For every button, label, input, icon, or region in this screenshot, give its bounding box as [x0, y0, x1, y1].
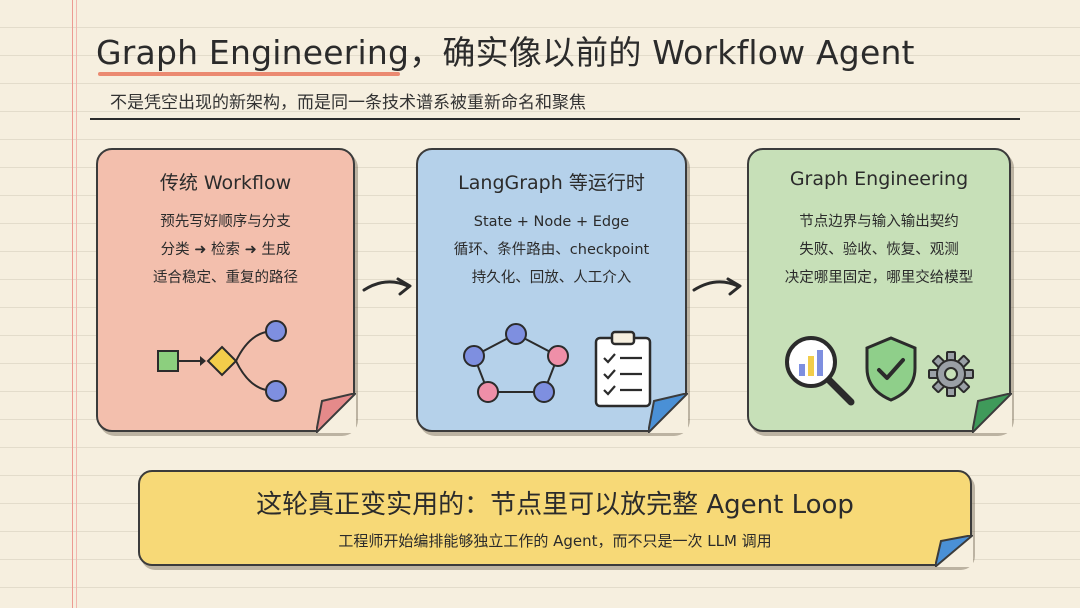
- graph-cycle-icon: [463, 323, 569, 403]
- card-langgraph-runtime: LangGraph 等运行时 State + Node + Edge 循环、条件…: [416, 148, 688, 433]
- page-curl-corner: [648, 393, 688, 433]
- header-divider: [90, 118, 1020, 120]
- page-curl-corner: [935, 535, 973, 567]
- page-curl-corner: [316, 393, 356, 433]
- card-lines: 节点边界与输入输出契约 失败、验收、恢复、观测 决定哪里固定，哪里交给模型: [749, 208, 1009, 292]
- card-title: Graph Engineering: [789, 168, 969, 190]
- page-subtitle: 不是凭空出现的新架构，而是同一条技术谱系被重新命名和聚焦: [110, 93, 586, 113]
- card-line: 节点边界与输入输出契约: [799, 214, 959, 230]
- card-line: 循环、条件路由、checkpoint: [453, 242, 650, 258]
- page-curl-corner: [972, 393, 1012, 433]
- banner-title: 这轮真正变实用的：节点里可以放完整 Agent Loop: [256, 490, 854, 520]
- card-line: 持久化、回放、人工介入: [471, 270, 632, 286]
- checklist-clipboard-icon: [594, 330, 652, 408]
- magnifier-chart-icon: [785, 336, 855, 406]
- arrow-right-icon: [362, 277, 412, 296]
- card-lines: 预先写好顺序与分支 分类 ➜ 检索 ➜ 生成 适合稳定、重复的路径: [98, 208, 353, 292]
- shield-check-icon: [865, 336, 917, 402]
- card-title: LangGraph 等运行时: [458, 172, 645, 194]
- card-line: 分类 ➜ 检索 ➜ 生成: [160, 242, 291, 258]
- title-underline: [98, 72, 400, 76]
- flow-branch-icon: [157, 320, 287, 402]
- margin-line-secondary: [76, 0, 77, 608]
- card-line: 适合稳定、重复的路径: [153, 270, 298, 286]
- summary-banner: 这轮真正变实用的：节点里可以放完整 Agent Loop 工程师开始编排能够独立…: [138, 470, 973, 567]
- card-line: State + Node + Edge: [473, 214, 630, 230]
- card-lines: State + Node + Edge 循环、条件路由、checkpoint 持…: [418, 208, 685, 292]
- banner-subtitle: 工程师开始编排能够独立工作的 Agent，而不只是一次 LLM 调用: [338, 532, 772, 550]
- arrow-right-icon: [692, 277, 742, 296]
- gear-icon: [928, 351, 974, 397]
- margin-line: [72, 0, 73, 608]
- card-title: 传统 Workflow: [159, 172, 292, 194]
- page-title: Graph Engineering，确实像以前的 Workflow Agent: [96, 33, 915, 72]
- card-traditional-workflow: 传统 Workflow 预先写好顺序与分支 分类 ➜ 检索 ➜ 生成 适合稳定、…: [96, 148, 356, 433]
- card-line: 失败、验收、恢复、观测: [799, 242, 959, 258]
- card-line: 决定哪里固定，哪里交给模型: [784, 270, 974, 286]
- card-graph-engineering: Graph Engineering 节点边界与输入输出契约 失败、验收、恢复、观…: [747, 148, 1012, 433]
- card-line: 预先写好顺序与分支: [160, 214, 291, 230]
